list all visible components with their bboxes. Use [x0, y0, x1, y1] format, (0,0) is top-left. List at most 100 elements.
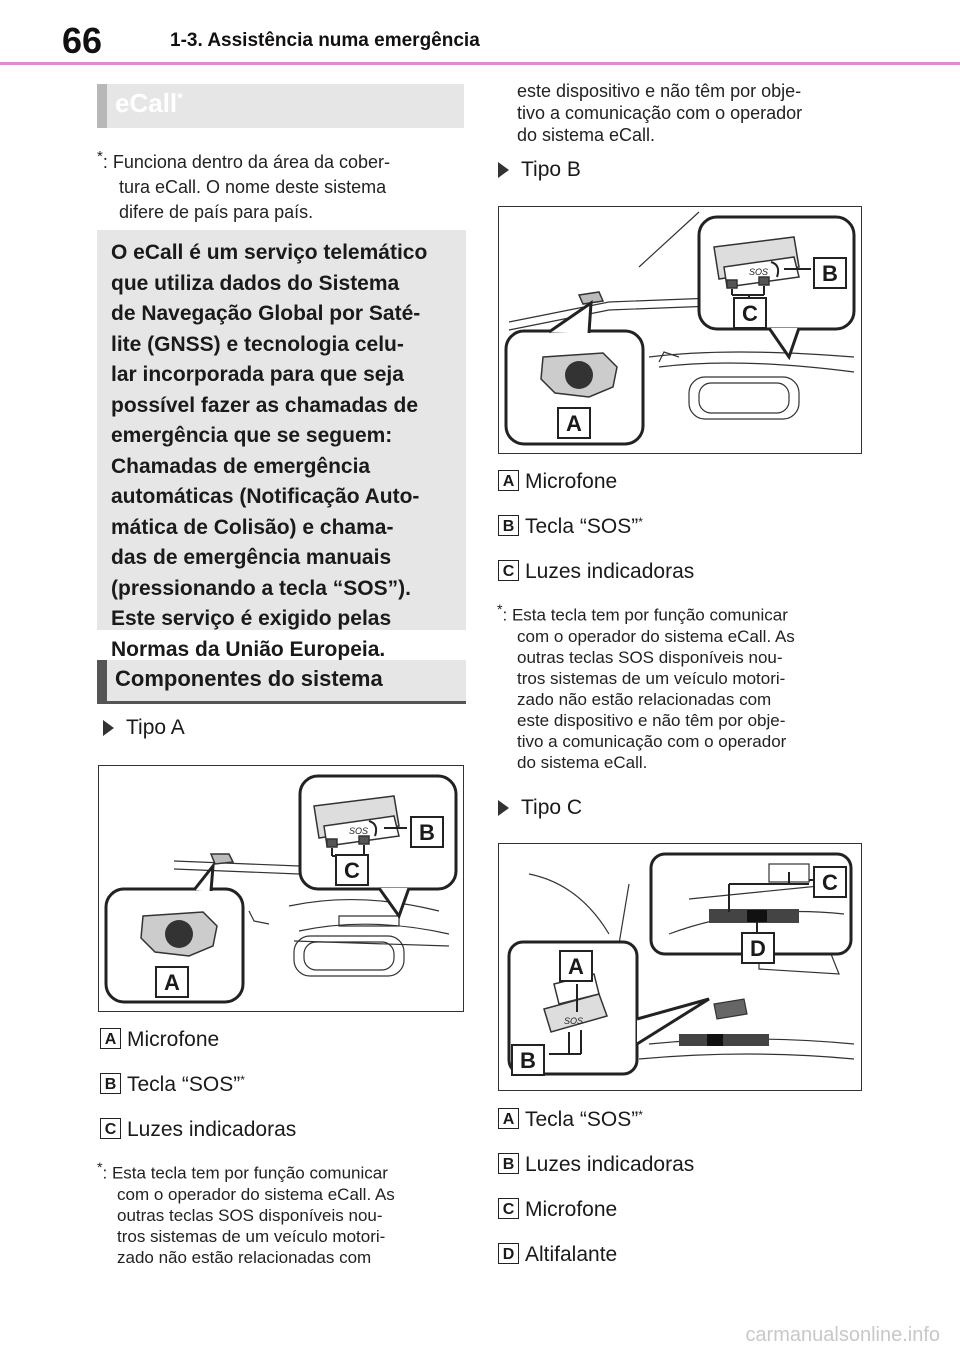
legend-item: B Tecla “SOS”* — [498, 515, 643, 541]
legend-text: Altifalante — [525, 1243, 618, 1266]
watermark: carmanualsonline.info — [745, 1324, 940, 1346]
footnote-line: com o operador do sistema eCall. As — [517, 626, 795, 646]
legend-text: Tecla “SOS” — [127, 1073, 241, 1096]
legend-text: Luzes indicadoras — [127, 1118, 297, 1141]
footnote-line: zado não estão relacionadas com — [117, 1247, 372, 1267]
footnote-line: outras teclas SOS disponíveis nou- — [117, 1205, 383, 1225]
type-c-illustration: SOS — [507, 852, 855, 1076]
fig-a-label-a: A — [155, 966, 189, 998]
footnote-line: do sistema eCall. — [517, 125, 656, 145]
footnote-line: do sistema eCall. — [517, 752, 648, 772]
legend-badge: D — [498, 1243, 519, 1264]
intro-line: Normas da União Europeia. — [111, 637, 386, 661]
legend-mark: * — [638, 515, 643, 529]
footnote-line: : Funciona dentro da área da cober- — [102, 152, 391, 172]
bullet-triangle-icon — [498, 800, 509, 817]
legend-badge: B — [100, 1073, 121, 1094]
sos-key-text: SOS — [749, 267, 768, 277]
type-a-heading: Tipo A — [103, 716, 185, 740]
type-a-label: Tipo A — [126, 716, 185, 739]
ecall-title: eCall — [115, 88, 178, 118]
legend-item: D Altifalante — [498, 1243, 617, 1269]
intro-line: automáticas (Notificação Auto- — [111, 485, 420, 508]
intro-line: mática de Colisão) e chama- — [111, 515, 394, 539]
intro-line: Este serviço é exigido pelas — [111, 607, 392, 630]
legend-text: Microfone — [525, 470, 618, 493]
legend-badge: B — [498, 515, 519, 536]
fig-c-label-d: D — [741, 932, 775, 964]
type-a-figure: SOS A B C — [98, 765, 464, 1012]
footnote-line: outras teclas SOS disponíveis nou- — [517, 647, 783, 667]
header-divider — [0, 62, 960, 65]
intro-line: lar incorporada para que seja — [111, 363, 404, 386]
section-title: 1-3. Assistência numa emergência — [170, 30, 480, 51]
type-b-illustration: SOS — [504, 211, 856, 446]
footnote-line: zado não estão relacionadas com — [517, 689, 772, 709]
ecall-title-mark: * — [177, 89, 183, 106]
footnote-line: tros sistemas de um veículo motori- — [117, 1226, 386, 1246]
bullet-triangle-icon — [498, 162, 509, 179]
legend-item: C Luzes indicadoras — [498, 560, 694, 586]
legend-text: Luzes indicadoras — [525, 1153, 695, 1176]
footnote-line: tura eCall. O nome deste sistema — [119, 177, 387, 197]
footnote-line: difere de país para país. — [119, 202, 314, 222]
fig-a-label-c: C — [335, 854, 369, 886]
type-c-heading: Tipo C — [498, 796, 582, 820]
components-section-bar: Componentes do sistema — [97, 660, 466, 704]
footnote-line: tros sistemas de um veículo motori- — [517, 668, 786, 688]
fig-c-label-a: A — [559, 950, 593, 982]
legend-text: Microfone — [127, 1028, 220, 1051]
type-a-illustration: SOS — [104, 774, 458, 1004]
type-c-label: Tipo C — [521, 796, 583, 819]
legend-badge: C — [498, 560, 519, 581]
footnote-line: tivo a comunicação com o operador — [517, 731, 787, 751]
fig-c-label-b: B — [511, 1044, 545, 1076]
intro-line: Chamadas de emergência — [111, 454, 371, 478]
footnote-line: : Esta tecla tem por função comunicar — [502, 605, 788, 625]
type-b-heading: Tipo B — [498, 158, 581, 182]
footnote-line: com o operador do sistema eCall. As — [117, 1184, 395, 1204]
legend-badge: B — [498, 1153, 519, 1174]
footnote-mark: * — [497, 602, 503, 618]
intro-line: emergência que se seguem: — [111, 424, 393, 447]
legend-mark: * — [638, 1108, 643, 1122]
intro-line: de Navegação Global por Saté- — [111, 302, 421, 325]
intro-line: possível fazer as chamadas de — [111, 393, 418, 417]
footnote-line: este dispositivo e não têm por obje- — [517, 710, 786, 730]
sos-key-text: SOS — [564, 1016, 583, 1026]
legend-mark: * — [240, 1073, 245, 1087]
type-b-label: Tipo B — [521, 158, 581, 181]
legend-item: B Tecla “SOS”* — [100, 1073, 245, 1099]
type-b-figure: SOS A B C — [498, 206, 862, 454]
legend-badge: A — [498, 470, 519, 491]
fig-c-label-c: C — [813, 866, 847, 898]
type-c-figure: SOS A B C D — [498, 843, 862, 1091]
footnote-mark: * — [97, 1160, 103, 1176]
ecall-footnote: *: Funciona dentro da área da cober- tur… — [97, 144, 467, 225]
legend-text: Tecla “SOS” — [525, 515, 639, 538]
fig-b-label-a: A — [557, 407, 591, 439]
fig-b-label-b: B — [813, 257, 847, 289]
type-a-footnote: *: Esta tecla tem por função comunicar c… — [97, 1158, 467, 1268]
fig-a-label-b: B — [410, 816, 444, 848]
legend-text: Luzes indicadoras — [525, 560, 695, 583]
type-b-footnote: *: Esta tecla tem por função comunicar c… — [497, 600, 867, 773]
intro-line: (pressionando a tecla “SOS”). — [111, 576, 411, 600]
ecall-title-bar: eCall* — [97, 84, 464, 128]
intro-box: O eCall é um serviço telemático que util… — [97, 230, 466, 661]
fig-b-label-c: C — [733, 297, 767, 329]
continued-footnote: este dispositivo e não têm por obje- tiv… — [517, 80, 877, 146]
legend-badge: A — [498, 1108, 519, 1129]
intro-line: que utiliza dados do Sistema — [111, 271, 400, 295]
components-title: Componentes do sistema — [115, 666, 383, 691]
footnote-mark: * — [97, 148, 103, 165]
legend-badge: C — [498, 1198, 519, 1219]
footnote-line: : Esta tecla tem por função comunicar — [102, 1163, 388, 1183]
intro-line: O eCall é um serviço telemático — [111, 241, 428, 264]
intro-line: das de emergência manuais — [111, 546, 392, 569]
legend-text: Microfone — [525, 1198, 618, 1221]
footnote-line: tivo a comunicação com o operador — [517, 103, 803, 123]
